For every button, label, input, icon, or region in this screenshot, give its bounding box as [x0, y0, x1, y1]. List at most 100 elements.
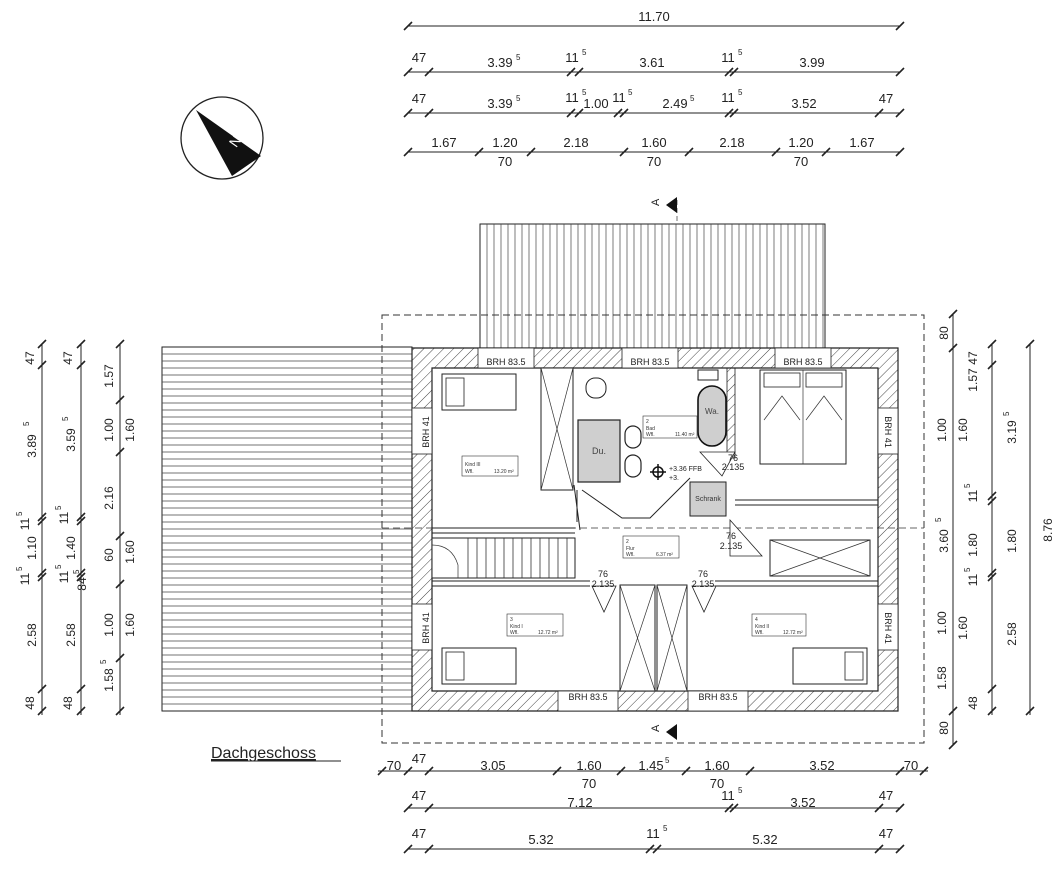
svg-text:6.37 m²: 6.37 m² [656, 552, 673, 558]
door-label: 76 [698, 569, 708, 579]
door-swings: 76 2.135 76 2.135 76 2.135 76 2.135 [591, 451, 763, 613]
dim-text: 2.18 [563, 135, 588, 150]
door-label: 2.135 [720, 541, 743, 551]
dim-text: 11 [721, 50, 735, 65]
dimension-chain-bottom-1: 70 47 3.05 1.60 70 1.45 5 1.60 70 3.52 7… [377, 751, 929, 791]
dim-text: 2.18 [719, 135, 744, 150]
dim-text: 11 [18, 517, 32, 530]
dim-text: 1.80 [1005, 529, 1019, 553]
dim-text: 2.49 [662, 96, 687, 111]
room-label-kind-i: 3 Kind I Wfl. 12.72 m² [506, 613, 564, 637]
dim-text: 1.60 [123, 613, 137, 637]
dim-text: 1.00 [102, 613, 116, 637]
dim-sup: 5 [663, 824, 668, 833]
dim-text: 60 [102, 548, 116, 562]
dim-sup: 5 [1002, 411, 1011, 416]
dim-text: 1.57 [966, 368, 980, 392]
dim-text: 11 [721, 788, 735, 803]
dim-sup: 5 [738, 48, 743, 57]
dim-text: 47 [966, 351, 980, 365]
dim-text: 47 [412, 91, 426, 106]
dim-text: 11 [57, 570, 71, 583]
door-label: 2.135 [722, 462, 745, 472]
dim-text: 1.67 [849, 135, 874, 150]
window-label: BRH 83.5 [568, 692, 607, 702]
dimension-chain-right-3: 3.19 5 1.80 2.58 [987, 339, 1019, 716]
window-label: BRH 41 [421, 612, 431, 644]
dim-text: 48 [61, 696, 75, 710]
door-label: 76 [726, 531, 736, 541]
dim-sup: 5 [582, 88, 587, 97]
dim-sup: 5 [54, 505, 63, 510]
dim-text: 70 [582, 776, 596, 791]
dim-sup: 5 [690, 94, 695, 103]
dim-sup: 5 [516, 53, 521, 62]
dim-text: 47 [879, 788, 893, 803]
dim-sup: 5 [99, 659, 108, 664]
dim-text: 70 [794, 154, 808, 169]
dim-text: 3.19 [1005, 420, 1019, 444]
dim-text: 1.58 [935, 666, 949, 690]
dim-text: 1.80 [966, 533, 980, 557]
door-label: 2.135 [692, 579, 715, 589]
svg-text:Wfl.: Wfl. [465, 469, 474, 475]
dim-text: 1.60 [704, 758, 729, 773]
dim-text: 70 [647, 154, 661, 169]
dim-text: 3.99 [799, 55, 824, 70]
dim-text: 11 [57, 511, 71, 524]
dim-text: 1.67 [431, 135, 456, 150]
window-label: BRH 41 [421, 416, 431, 448]
door-label: 76 [598, 569, 608, 579]
dim-sup: 5 [15, 511, 24, 516]
dim-text: 80 [937, 721, 951, 735]
dimension-chain-left-2: 47 3.59 5 11 5 1.40 11 5 84 5 2.58 48 [54, 339, 89, 716]
dimension-chain-top-3: 47 3.39 5 11 5 1.00 11 5 2.49 5 11 5 3.5… [403, 88, 905, 118]
dim-sup: 5 [61, 416, 70, 421]
dim-text: 47 [412, 826, 426, 841]
dim-text: 47 [879, 91, 893, 106]
bathtub [697, 385, 727, 447]
dim-text: 1.60 [576, 758, 601, 773]
window-label: BRH 41 [883, 612, 893, 644]
dim-text: 1.45 [638, 758, 663, 773]
dim-text: 11 [565, 90, 579, 105]
dim-sup: 5 [72, 569, 81, 574]
bathtub-label: Wa. [705, 407, 719, 416]
dim-text: 3.52 [791, 96, 816, 111]
svg-text:Bad: Bad [646, 426, 655, 432]
dim-text: 1.60 [956, 616, 970, 640]
dim-text: 1.00 [935, 611, 949, 635]
dim-text: 11 [18, 572, 32, 585]
dim-text: 3.39 [487, 96, 512, 111]
dim-text: 47 [879, 826, 893, 841]
dimension-chain-top-2: 47 3.39 5 11 5 3.61 11 5 3.99 [403, 48, 905, 77]
svg-text:Kind I: Kind I [510, 624, 523, 630]
dim-text: 2.58 [1005, 622, 1019, 646]
dim-text: 11 [565, 50, 579, 65]
svg-text:Wfl.: Wfl. [755, 630, 764, 636]
dim-sup: 5 [934, 517, 943, 522]
dimension-chain-left-1: 47 3.89 5 11 5 1.10 11 5 2.58 48 [15, 339, 47, 716]
svg-text:Kind II: Kind II [755, 624, 769, 630]
dim-sup: 5 [963, 567, 972, 572]
window-label: BRH 83.5 [698, 692, 737, 702]
dim-text: 3.89 [25, 434, 39, 458]
roof-outline-dashed [381, 314, 925, 744]
dimension-chain-left-3: 1.57 1.00 1.60 2.16 60 1.60 1.00 1.60 1.… [99, 339, 137, 716]
north-arrow: N [180, 96, 264, 180]
dim-sup: 5 [628, 88, 633, 97]
dim-text: 47 [412, 50, 426, 65]
dim-text: 3.05 [480, 758, 505, 773]
dim-text: 11 [646, 826, 660, 841]
dim-sup: 5 [54, 564, 63, 569]
svg-text:2: 2 [646, 419, 649, 425]
ffb-label-2: +3. [669, 475, 679, 482]
dim-text: 1.10 [25, 536, 39, 560]
ffb-label: +3.36 FFB [669, 466, 702, 473]
svg-text:12.72 m²: 12.72 m² [783, 630, 803, 636]
svg-text:Wfl.: Wfl. [646, 432, 655, 438]
dim-text: 84 [75, 577, 89, 591]
dim-text: 47 [61, 351, 75, 365]
cabinet [689, 481, 727, 517]
dimension-chain-right-2: 47 1.57 1.00 1.60 11 5 1.80 11 5 1.00 1.… [935, 351, 980, 711]
